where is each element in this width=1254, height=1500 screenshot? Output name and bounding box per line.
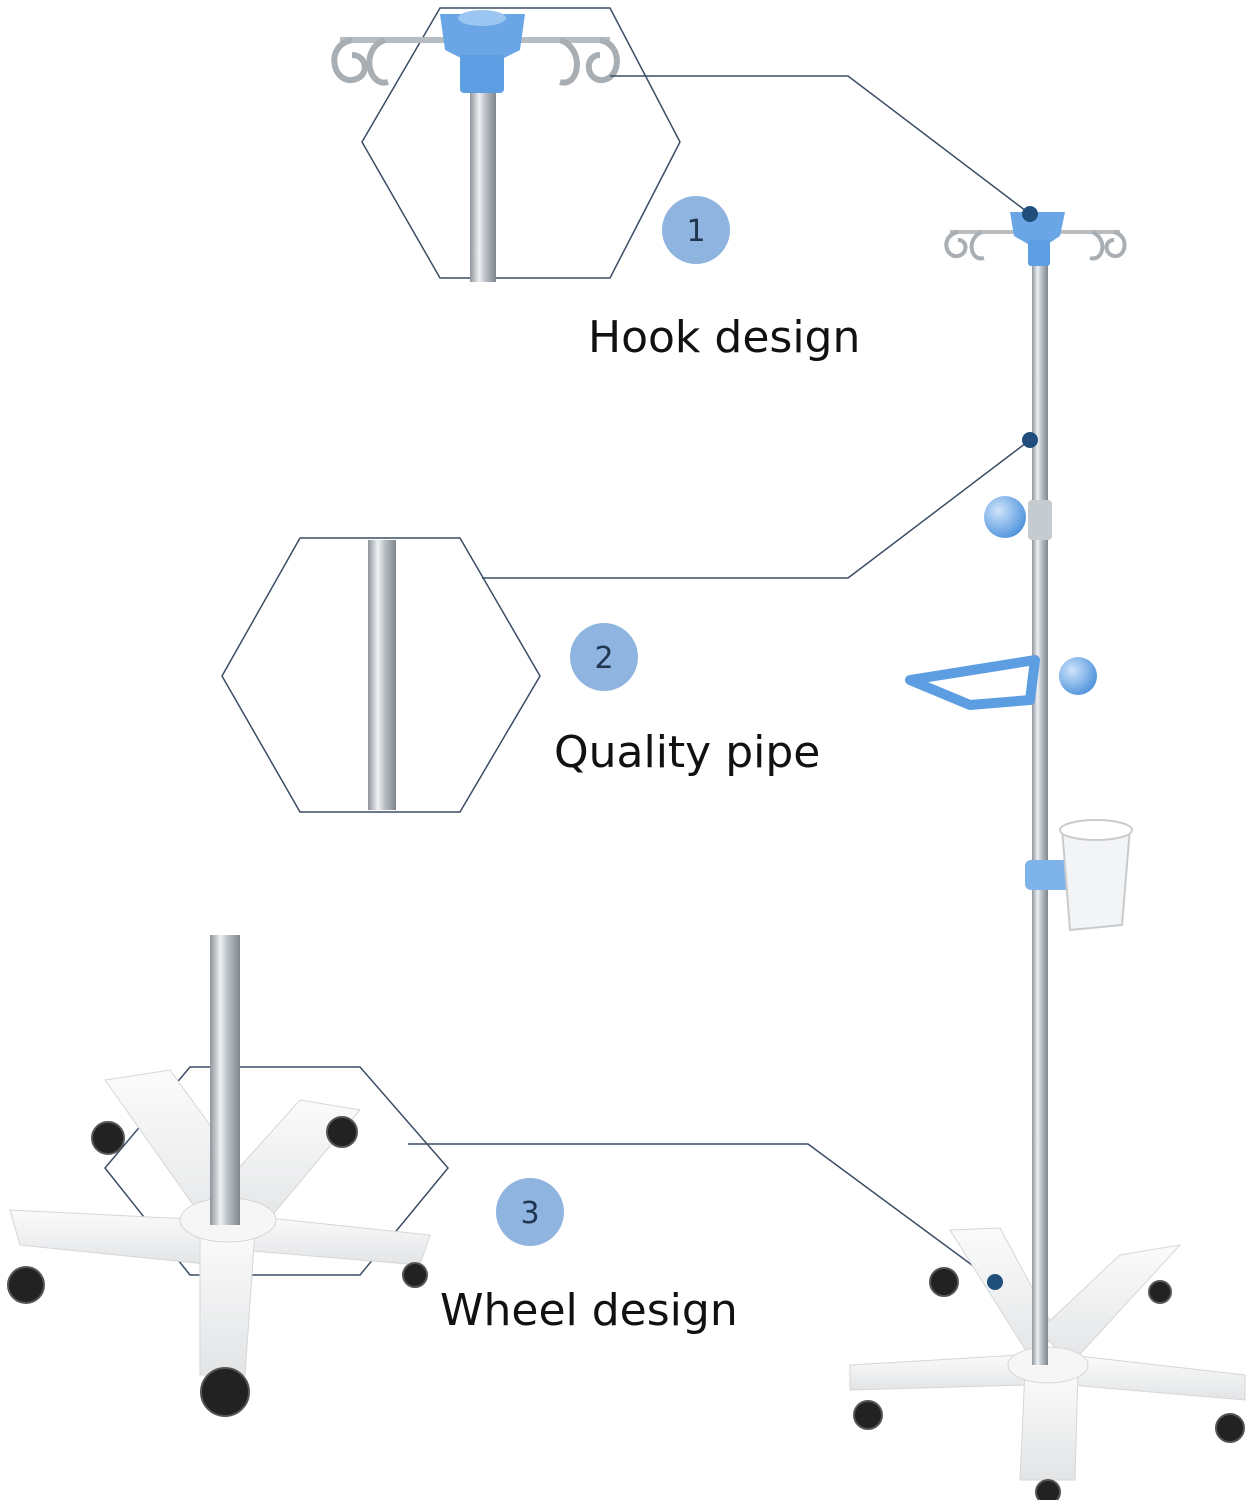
hook-callout-dot [1022, 206, 1038, 222]
holder-cup [1060, 827, 1132, 932]
iv-stand-main [849, 212, 1246, 1500]
feature-2-label: Quality pipe [554, 727, 820, 778]
hook-detail-view [331, 7, 681, 282]
feature-1-label: Hook design [588, 312, 860, 363]
feature-1-number: 1 [686, 214, 705, 249]
callout-lines [408, 75, 1031, 1283]
pipe-detail-pole [368, 540, 396, 810]
pipe-callout-dot [1022, 432, 1038, 448]
feature-3-badge [496, 1178, 564, 1246]
feature-1: 1 Hook design [588, 196, 860, 363]
feature-3: 3 Wheel design [440, 1178, 738, 1336]
feature-1-badge [662, 196, 730, 264]
wheel-detail-view [7, 935, 449, 1417]
callout-line-hook [610, 75, 1031, 215]
feature-2: 2 Quality pipe [554, 623, 820, 778]
hook-detail-pole [470, 92, 496, 282]
wheel-detail-pole [210, 935, 240, 1225]
feature-2-number: 2 [594, 641, 613, 676]
main-hook-hub [1010, 212, 1065, 244]
callout-line-wheel [408, 1143, 996, 1283]
bottle-holder-tray [905, 655, 1040, 710]
height-adjust-knob [984, 496, 1026, 538]
feature-2-badge [570, 623, 638, 691]
hook-detail-frame [361, 7, 681, 279]
pipe-detail-view [221, 537, 541, 813]
feature-3-label: Wheel design [440, 1285, 738, 1336]
main-pole [1032, 230, 1048, 1365]
callout-line-pipe [482, 439, 1031, 579]
feature-3-number: 3 [520, 1196, 539, 1231]
wheel-detail-frame [104, 1066, 449, 1276]
hook-hub [440, 14, 525, 60]
pipe-detail-frame [221, 537, 541, 813]
wheel-callout-dot [987, 1274, 1003, 1290]
